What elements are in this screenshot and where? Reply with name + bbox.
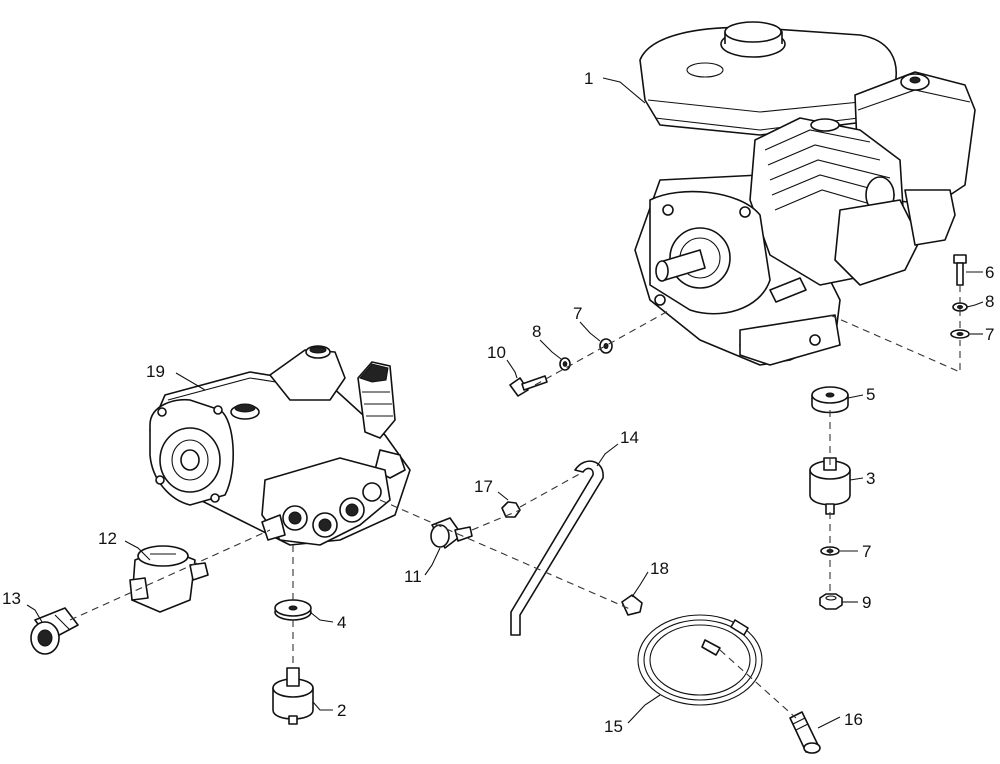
elbow-fitting-11: [430, 517, 473, 549]
hose-fitting-16: [789, 711, 821, 754]
callout-9: 9: [862, 593, 871, 612]
callout-4: 4: [337, 613, 346, 632]
callout-13: 13: [2, 589, 21, 608]
callout-2: 2: [337, 701, 346, 720]
callout-6: 6: [985, 263, 994, 282]
callout-11: 11: [404, 567, 422, 586]
callout-8a: 8: [532, 322, 541, 341]
callout-1: 1: [584, 69, 593, 88]
callout-8b: 8: [985, 292, 994, 311]
vibration-mount-3: [809, 457, 851, 515]
rubber-pad-5: [811, 386, 849, 414]
callout-16: 16: [844, 710, 863, 729]
callout-3: 3: [866, 469, 875, 488]
callout-15: 15: [604, 717, 623, 736]
nut-17: [501, 501, 521, 518]
tube-14: [510, 460, 604, 636]
quick-coupler: [30, 607, 79, 655]
callout-17: 17: [474, 477, 493, 496]
callout-labels: 1 2 3 4 5 6 7 7 7 8 8 9 10 11 12 13 14 1…: [2, 69, 994, 736]
callout-12: 12: [98, 529, 117, 548]
callout-7b: 7: [985, 325, 994, 344]
callout-19: 19: [146, 362, 165, 381]
callout-14: 14: [620, 428, 639, 447]
engine: [634, 21, 976, 366]
vibration-mount-2: [272, 667, 314, 725]
clamp-18: [621, 594, 643, 616]
hose-15: [637, 614, 763, 706]
callout-10: 10: [487, 343, 506, 362]
bolt-10: [509, 375, 548, 397]
nut-9: [819, 593, 843, 610]
inlet-filter: [129, 545, 209, 613]
callout-18: 18: [650, 559, 669, 578]
leader-lines: [26, 77, 984, 729]
callout-5: 5: [866, 385, 875, 404]
callout-7c: 7: [862, 542, 871, 561]
callout-7a: 7: [573, 304, 582, 323]
pump: [149, 345, 411, 546]
assembly-lines: [69, 285, 961, 719]
bolt-6: [953, 254, 967, 286]
